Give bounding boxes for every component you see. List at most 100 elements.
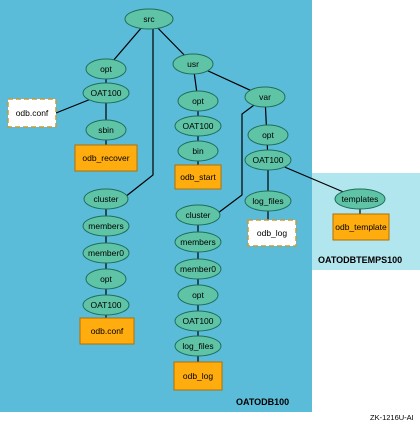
file-odb-start-label: odb_start: [180, 172, 216, 182]
node-bin-shape: [177, 140, 219, 162]
node-oat100-left2-shape: [82, 294, 130, 316]
node-members-left-label: members: [88, 221, 123, 231]
node-oat100-left[interactable]: OAT100: [82, 82, 130, 104]
node-oat100-left-label: OAT100: [90, 88, 121, 98]
node-bin[interactable]: bin: [177, 140, 219, 162]
node-log-files-mid-label: log_files: [182, 341, 213, 351]
node-sbin[interactable]: sbin: [85, 119, 127, 141]
node-members-left-shape: [82, 215, 130, 237]
file-odb-start-shape: [174, 164, 222, 190]
node-opt-mid[interactable]: opt: [177, 90, 219, 112]
file-odb-conf-label: odb.conf: [91, 326, 124, 336]
file-odb-template[interactable]: odb_template: [332, 213, 390, 241]
node-var[interactable]: var: [244, 86, 286, 108]
file-odb-template-label: odb_template: [335, 222, 387, 232]
file-odb-recover-label: odb_recover: [82, 153, 129, 163]
node-src[interactable]: src: [124, 8, 174, 30]
node-opt-var-label: opt: [262, 130, 274, 140]
plain-odb-conf-shape: [7, 98, 57, 128]
node-opt-left2-label: opt: [100, 274, 112, 284]
file-odb-start[interactable]: odb_start: [174, 164, 222, 190]
node-log-files-mid-shape: [174, 335, 222, 357]
node-opt-left[interactable]: opt: [85, 58, 127, 80]
file-odb-conf[interactable]: odb.conf: [79, 317, 135, 345]
oatodb100-label: OATODB100: [236, 397, 289, 407]
node-member0-mid[interactable]: member0: [174, 258, 222, 280]
node-members-mid[interactable]: members: [174, 231, 222, 253]
node-member0-mid-label: member0: [180, 264, 216, 274]
node-cluster-left-shape: [83, 188, 129, 210]
node-usr[interactable]: usr: [172, 53, 214, 75]
node-opt-mid2-label: opt: [192, 290, 204, 300]
node-opt-left2[interactable]: opt: [85, 268, 127, 290]
node-member0-left-label: member0: [88, 248, 124, 258]
node-opt-left2-shape: [85, 268, 127, 290]
node-opt-left-label: opt: [100, 64, 112, 74]
node-cluster-mid-shape: [175, 204, 221, 226]
plain-odb-log-shape: [247, 219, 297, 247]
node-member0-mid-shape: [174, 258, 222, 280]
node-cluster-mid-label: cluster: [185, 210, 210, 220]
node-oat100-mid-shape: [174, 115, 222, 137]
node-oat100-mid2-shape: [174, 310, 222, 332]
node-opt-var[interactable]: opt: [247, 124, 289, 146]
node-members-mid-label: members: [180, 237, 215, 247]
node-opt-var-shape: [247, 124, 289, 146]
file-nodes: odb_recover odb.conf odb_start odb_templ…: [74, 144, 390, 391]
plain-file-nodes: odb.conf odb_log: [7, 98, 297, 247]
node-src-shape: [124, 8, 174, 30]
node-oat100-var-label: OAT100: [252, 155, 283, 165]
node-sbin-label: sbin: [98, 125, 114, 135]
file-odb-log-label: odb_log: [183, 371, 214, 381]
node-log-files-var-label: log_files: [252, 196, 283, 206]
edge-src-cluster: [124, 28, 154, 198]
node-var-label: var: [259, 92, 271, 102]
node-members-mid-shape: [174, 231, 222, 253]
node-opt-left-shape: [85, 58, 127, 80]
node-member0-left-shape: [82, 242, 130, 264]
node-oat100-left2-label: OAT100: [90, 300, 121, 310]
plain-odb-conf[interactable]: odb.conf: [7, 98, 57, 128]
plain-odb-conf-label: odb.conf: [16, 108, 49, 118]
node-usr-shape: [172, 53, 214, 75]
node-members-left[interactable]: members: [82, 215, 130, 237]
node-oat100-mid2-label: OAT100: [182, 316, 213, 326]
node-log-files-var-shape: [244, 190, 292, 212]
node-cluster-left-label: cluster: [93, 194, 118, 204]
file-odb-recover-shape: [74, 144, 138, 172]
file-odb-template-shape: [332, 213, 390, 241]
node-log-files-mid[interactable]: log_files: [174, 335, 222, 357]
file-odb-conf-shape: [79, 317, 135, 345]
node-oat100-left-shape: [82, 82, 130, 104]
node-var-shape: [244, 86, 286, 108]
node-oat100-mid-label: OAT100: [182, 121, 213, 131]
node-sbin-shape: [85, 119, 127, 141]
node-usr-label: usr: [187, 59, 199, 69]
node-opt-mid2-shape: [177, 284, 219, 306]
node-templates[interactable]: templates: [334, 188, 386, 210]
plain-odb-log[interactable]: odb_log: [247, 219, 297, 247]
node-bin-label: bin: [192, 146, 204, 156]
node-member0-left[interactable]: member0: [82, 242, 130, 264]
node-opt-mid-shape: [177, 90, 219, 112]
node-oat100-left2[interactable]: OAT100: [82, 294, 130, 316]
figure-id: ZK-1216U-AI: [370, 413, 414, 422]
node-src-label: src: [143, 14, 155, 24]
node-cluster-mid[interactable]: cluster: [175, 204, 221, 226]
node-opt-mid2[interactable]: opt: [177, 284, 219, 306]
node-oat100-mid2[interactable]: OAT100: [174, 310, 222, 332]
node-templates-shape: [334, 188, 386, 210]
file-odb-recover[interactable]: odb_recover: [74, 144, 138, 172]
node-oat100-var[interactable]: OAT100: [244, 149, 292, 171]
node-templates-label: templates: [342, 194, 379, 204]
file-odb-log-shape: [173, 361, 223, 391]
node-cluster-left[interactable]: cluster: [83, 188, 129, 210]
node-oat100-mid[interactable]: OAT100: [174, 115, 222, 137]
oatodbtemps100-label: OATODBTEMPS100: [318, 255, 402, 265]
file-odb-log[interactable]: odb_log: [173, 361, 223, 391]
node-log-files-var[interactable]: log_files: [244, 190, 292, 212]
node-oat100-var-shape: [244, 149, 292, 171]
plain-odb-log-label: odb_log: [257, 228, 288, 238]
folder-nodes: src usr opt OAT100 sbin cluster members: [82, 8, 386, 357]
